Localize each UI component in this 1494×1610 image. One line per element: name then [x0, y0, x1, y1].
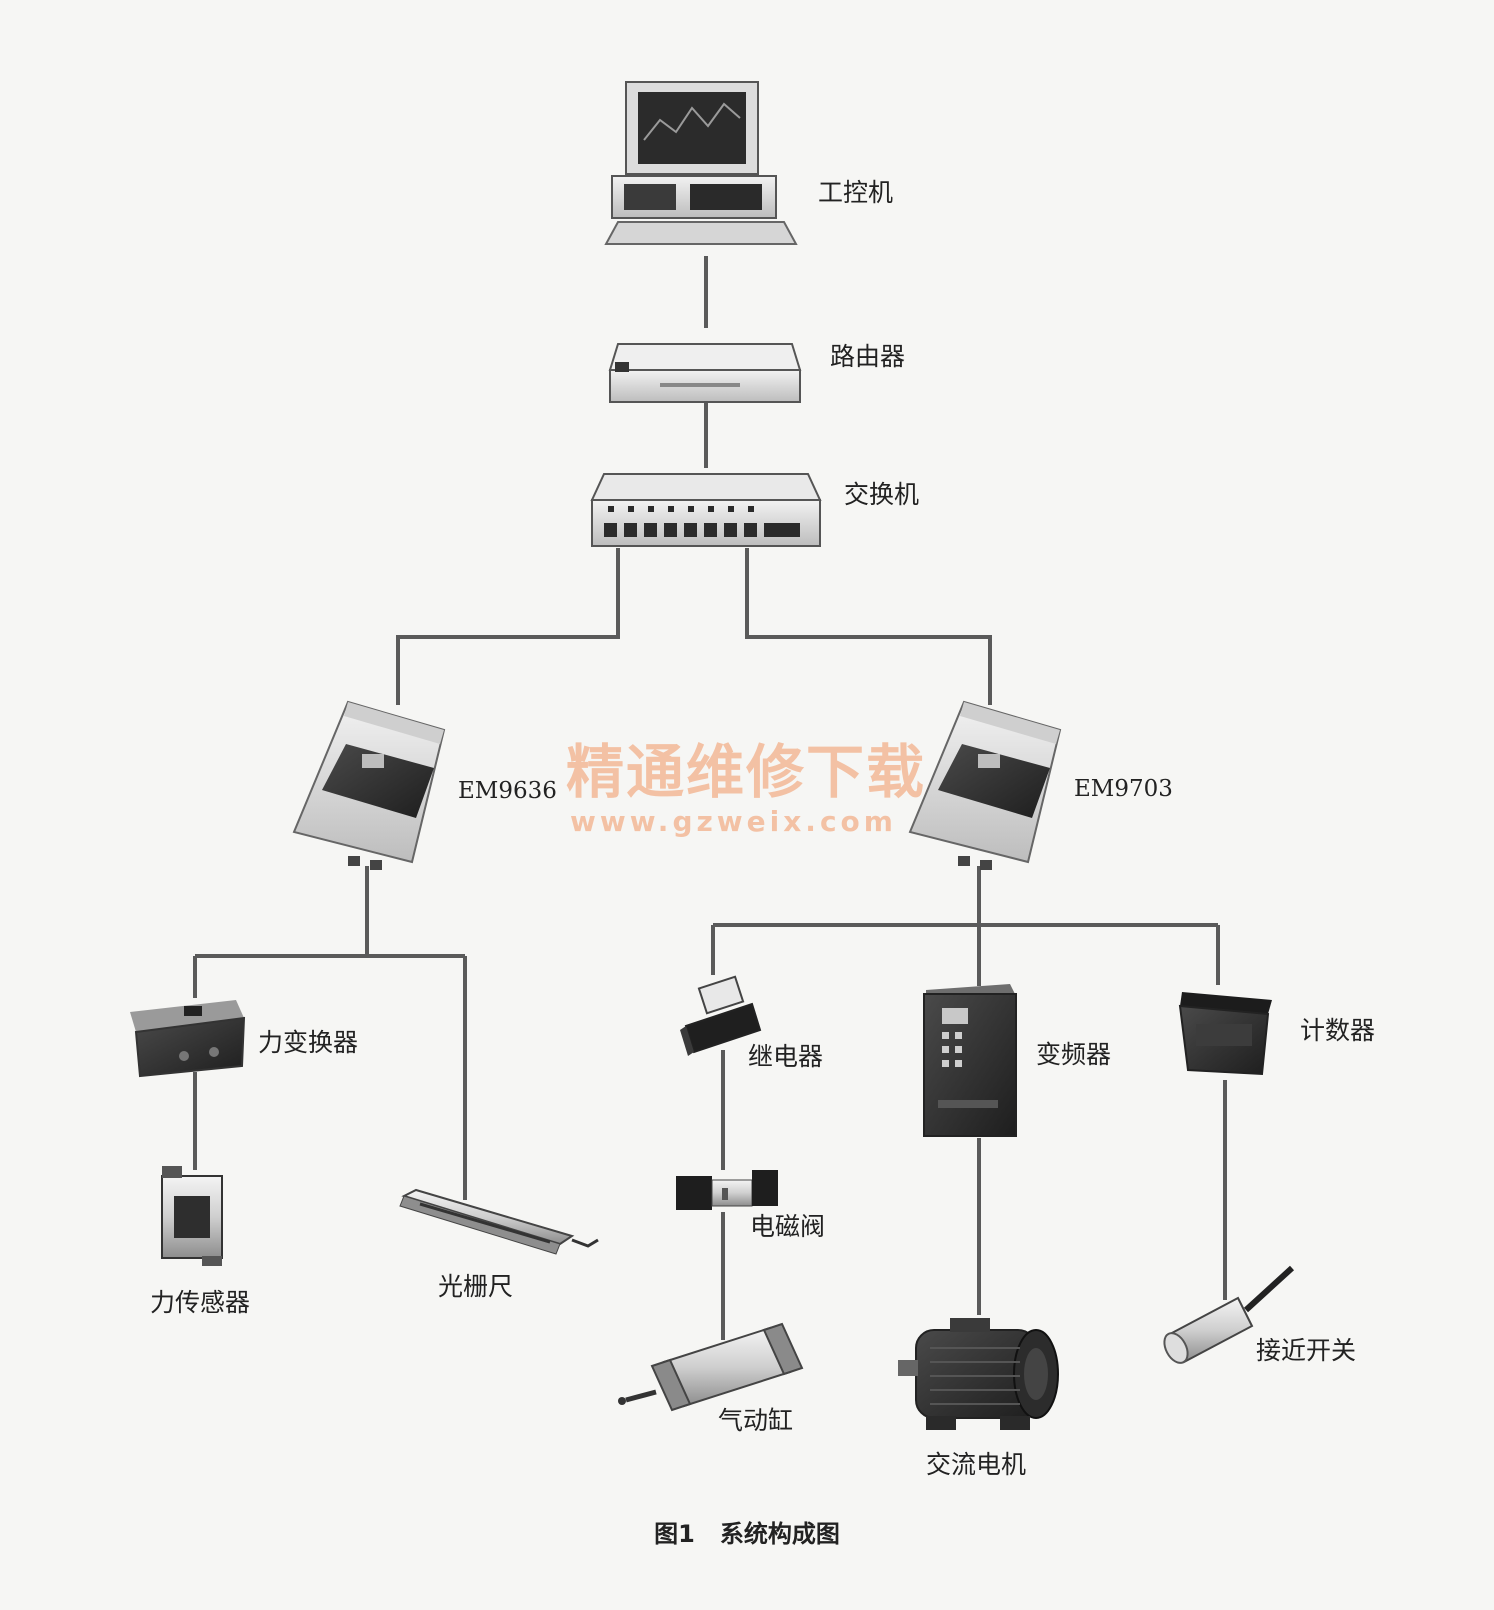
router-icon [608, 343, 802, 403]
em9703-module-icon [908, 700, 1062, 870]
force-transducer-icon [130, 1000, 246, 1078]
link-switch-em9636 [396, 548, 620, 705]
label-grating-ruler: 光栅尺 [438, 1272, 514, 1301]
figure-caption: 图1 系统构成图 [654, 1520, 840, 1548]
label-ac-motor: 交流电机 [926, 1450, 1027, 1479]
label-ipc: 工控机 [818, 178, 894, 207]
label-em9636: EM9636 [458, 778, 557, 804]
force-sensor-icon [161, 1166, 223, 1266]
label-em9703: EM9703 [1074, 776, 1173, 802]
solenoid-valve-icon [676, 1170, 778, 1210]
watermark-text: 精通维修下载 [566, 738, 927, 806]
label-force-transducer: 力变换器 [258, 1028, 359, 1057]
label-pneumatic-cylinder: 气动缸 [718, 1406, 794, 1435]
label-router: 路由器 [830, 342, 906, 371]
relay-icon [680, 975, 762, 1056]
label-proximity-switch: 接近开关 [1256, 1336, 1357, 1365]
label-switch: 交换机 [844, 480, 920, 509]
counter-icon [1178, 992, 1272, 1076]
inverter-icon [923, 984, 1017, 1137]
ac-motor-icon [898, 1318, 1059, 1430]
switch-icon [590, 473, 822, 547]
ipc-icon [604, 81, 798, 245]
grating-ruler-icon [399, 1188, 599, 1255]
watermark-url: www.gzweix.com [570, 805, 897, 838]
label-counter: 计数器 [1300, 1016, 1376, 1045]
link-switch-em9703 [745, 548, 992, 705]
proximity-switch-icon [1163, 1265, 1295, 1364]
label-force-sensor: 力传感器 [150, 1288, 251, 1317]
label-inverter: 变频器 [1036, 1040, 1112, 1069]
em9636-module-icon [292, 700, 446, 870]
connection-lines [193, 256, 1227, 1340]
label-relay: 继电器 [748, 1042, 824, 1071]
pneumatic-cylinder-icon [618, 1322, 804, 1412]
label-solenoid-valve: 电磁阀 [750, 1212, 826, 1241]
